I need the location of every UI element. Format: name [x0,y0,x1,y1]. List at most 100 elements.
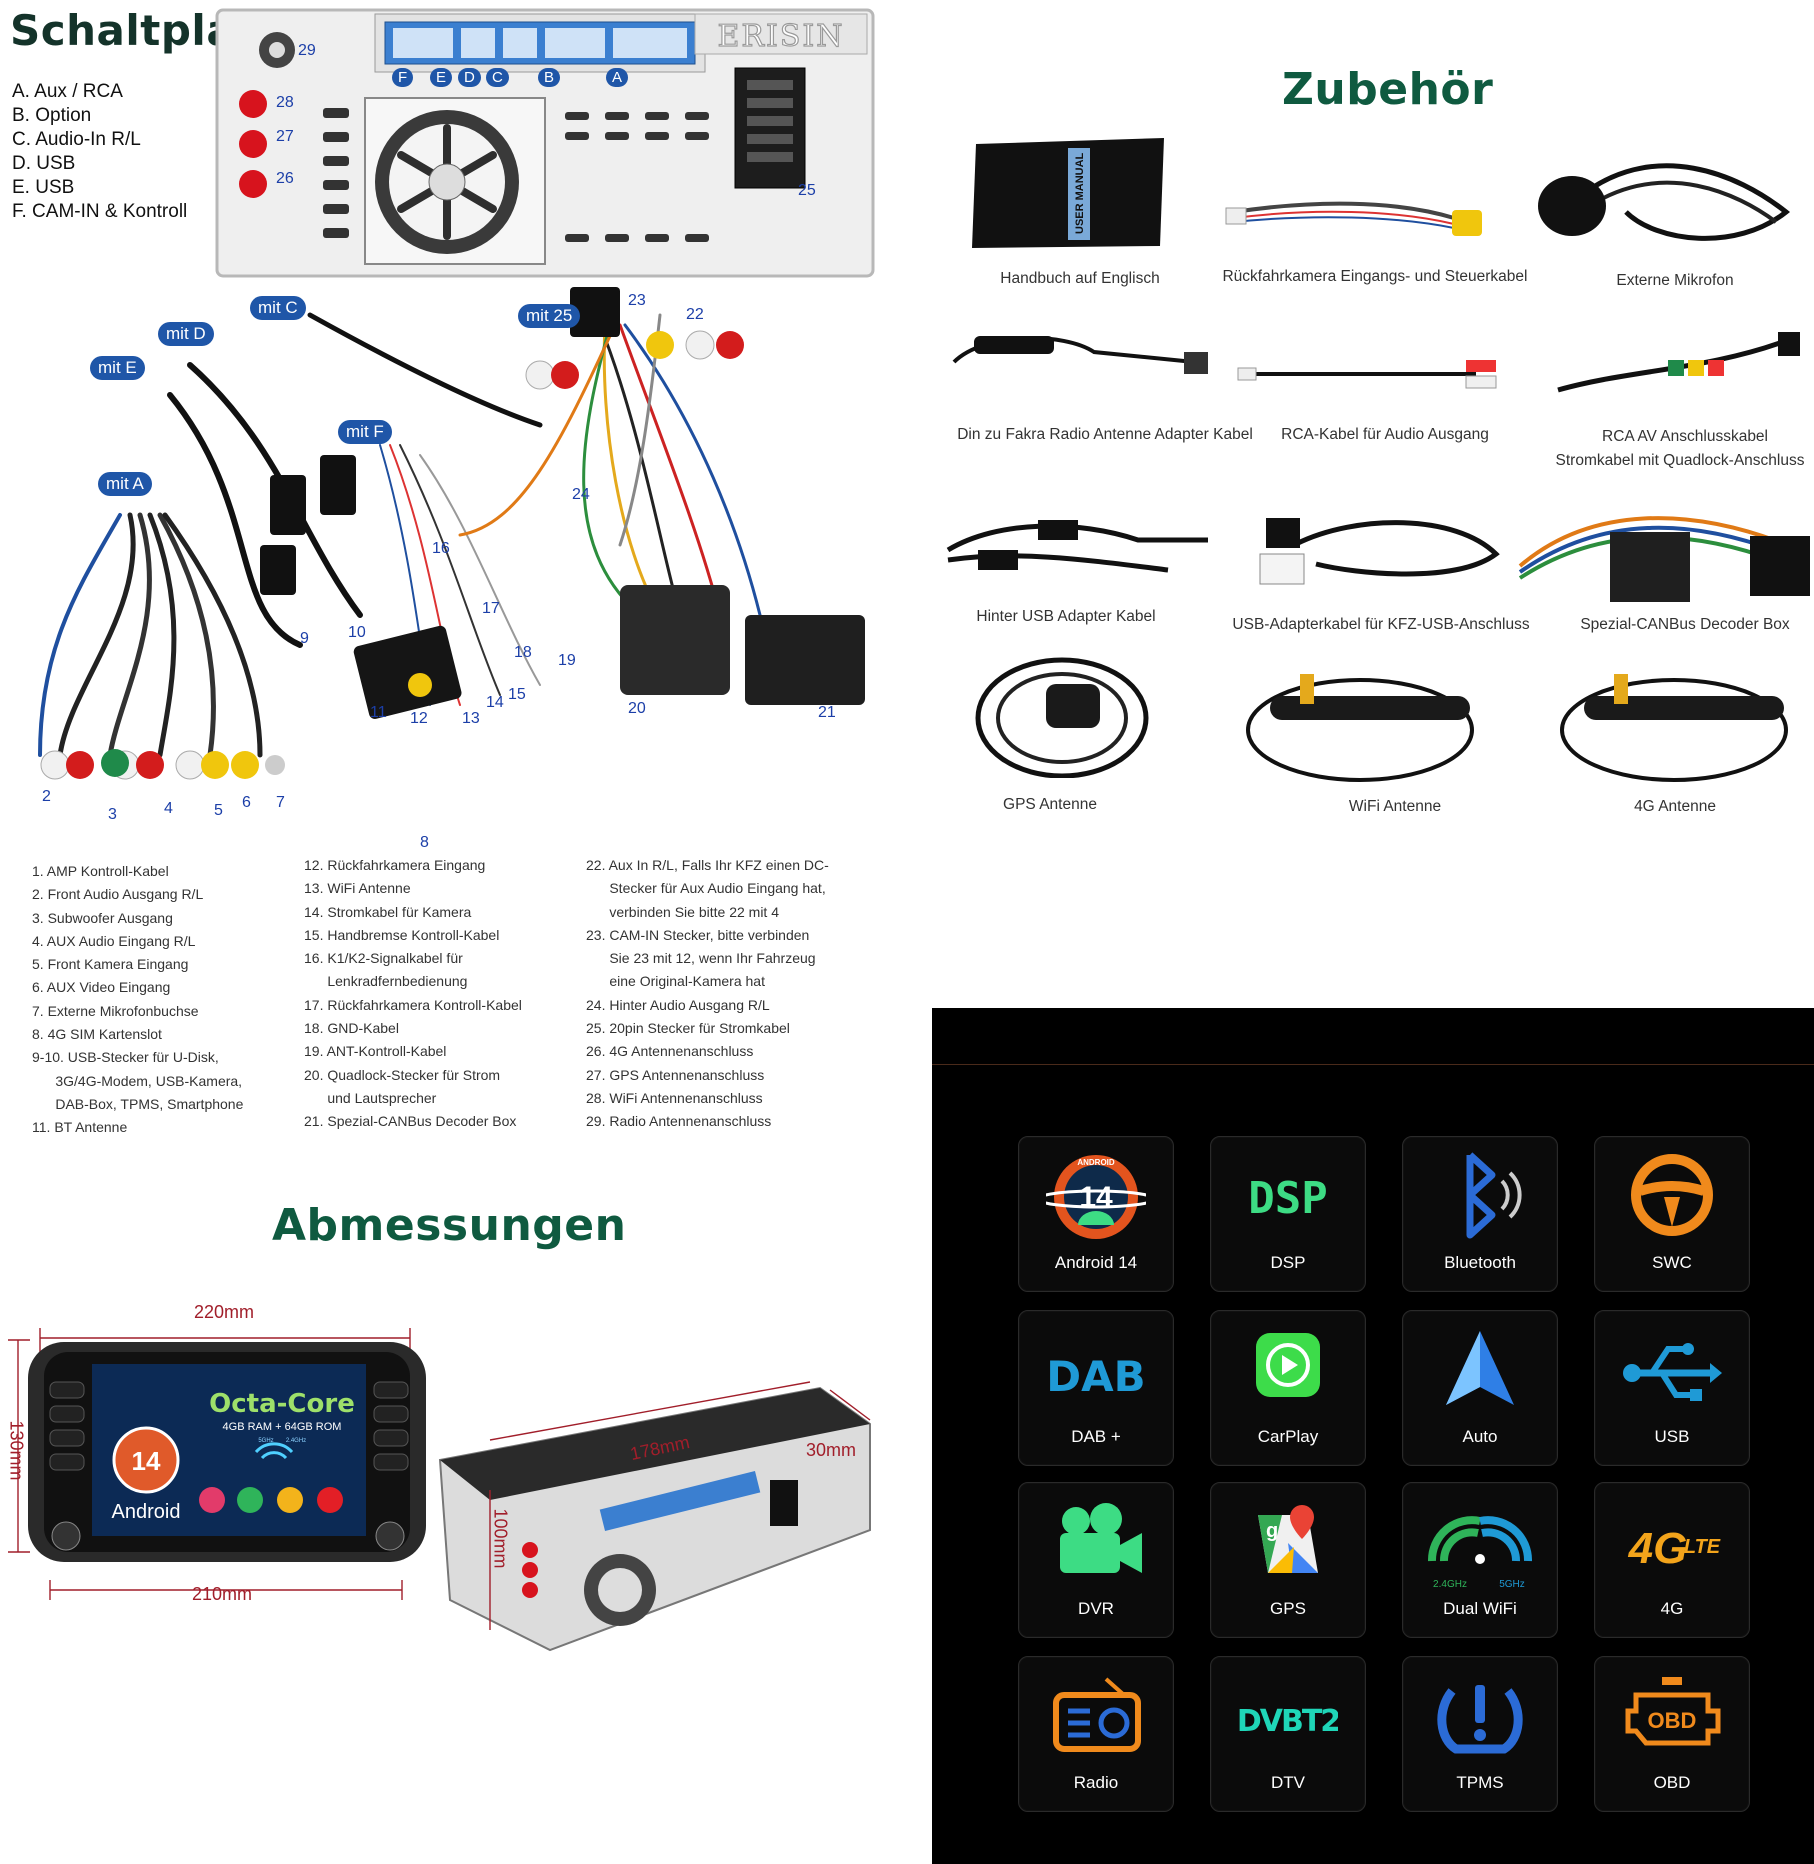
screen-android-label: Android [112,1501,181,1523]
accessory-caption: Hinter USB Adapter Kabel [976,608,1156,625]
list-item: 2. Front Audio Ausgang R/L [32,886,204,903]
lte-text: LTE [1684,1536,1721,1558]
cable-number: 2 [42,788,51,805]
list-item: Stecker für Aux Audio Eingang hat, [586,880,826,897]
dab-icon-text: DAB [1046,1352,1145,1401]
cable-number: 3 [108,806,117,823]
port-number: 26 [276,170,294,187]
mit-badge: mit D [158,322,214,346]
feature-tile-bluetooth: Bluetooth [1402,1136,1558,1292]
feature-label: USB [1654,1427,1690,1446]
dab-icon: DAB [1046,1352,1145,1401]
gps-map-icon: g [1258,1505,1318,1573]
android-auto-icon [1446,1331,1514,1405]
feature-label: Bluetooth [1444,1253,1516,1272]
android-14-icon: ANDROID 14 [1046,1155,1146,1239]
cable-number: 20 [628,700,646,717]
schaltplan-legend: A. Aux / RCA B. Option C. Audio-In R/L D… [12,80,187,224]
rear-usb-adapter-cable-image [946,520,1208,573]
accessory-caption: 4G Antenne [1634,798,1716,815]
abmessungen-title: Abmessungen [272,1200,627,1251]
brand-logo-text: ERISIN [718,19,845,54]
cable-number: 12 [410,710,428,727]
feature-tile-dual-wifi: 2.4GHz 5GHz Dual WiFi [1402,1482,1558,1638]
list-item: 4. AUX Audio Eingang R/L [32,932,196,949]
feature-tile-dvr: DVR [1018,1482,1174,1638]
wifi-24-text: 2.4GHz [1433,1579,1467,1590]
feature-label: DSP [1270,1253,1306,1272]
cable-list-col-3: 22. Aux In R/L, Falls Ihr KFZ einen DC- … [586,854,829,1134]
legend-line: F. CAM-IN & Kontroll [12,201,188,222]
accessory-caption: Handbuch auf Englisch [1000,270,1160,287]
feature-tile-dtv: DVBT2 DTV [1210,1656,1366,1812]
accessory-caption: Din zu Fakra Radio Antenne Adapter Kabel [957,426,1253,443]
feature-label: DVR [1078,1599,1114,1618]
feature-tile-gps: g GPS [1210,1482,1366,1638]
feature-tile-carplay: CarPlay [1210,1310,1366,1466]
cable-number: 19 [558,652,576,669]
list-item: 27. GPS Antennenanschluss [586,1066,765,1083]
mit-badge: mit F [338,420,392,444]
feature-label: 4G [1660,1599,1684,1618]
dimension-label: 130mm [6,1420,27,1481]
feature-tile-swc: SWC [1594,1136,1750,1292]
dvbt2-text: DVBT2 [1238,1704,1338,1739]
feature-label: DAB + [1071,1427,1121,1446]
port-letter-badge: C [486,68,509,87]
list-item: 15. Handbremse Kontroll-Kabel [304,926,500,943]
wifi-5-text: 5GHz [1499,1579,1525,1590]
port-number: 28 [276,94,294,111]
list-item: DAB-Box, TPMS, Smartphone [32,1095,244,1112]
accessory-caption: GPS Antenne [1003,796,1097,813]
tpms-icon [1437,1685,1523,1754]
gps-antenna-image [975,657,1149,778]
cable-number: 4 [164,800,173,817]
list-item: 20. Quadlock-Stecker für Strom [304,1066,501,1083]
cable-number: 22 [686,306,704,323]
screen-android-version: 14 [132,1446,161,1476]
feature-tile-tpms: TPMS [1402,1656,1558,1812]
rca-audio-cable-image [1237,360,1497,389]
list-item: 8. 4G SIM Kartenslot [32,1026,162,1043]
4g-lte-icon: 4G LTE [1628,1524,1721,1573]
feature-tile-auto: Auto [1402,1310,1558,1466]
port-letter-badge: E [430,68,453,87]
list-item: 22. Aux In R/L, Falls Ihr KFZ einen DC- [586,857,829,873]
port-letter-badge: A [606,68,629,87]
feature-tile-android: ANDROID 14 Android 14 [1018,1136,1174,1292]
cable-list-col-1: 1. AMP Kontroll-Kabel 2. Front Audio Aus… [32,860,243,1140]
list-item: 19. ANT-Kontroll-Kabel [304,1043,447,1060]
legend-line: C. Audio-In R/L [12,129,141,150]
list-item: 7. Externe Mikrofonbuchse [32,1002,199,1019]
dimension-label: 210mm [192,1584,253,1604]
cable-number: 16 [432,540,450,557]
cable-number: 7 [276,794,285,811]
legend-line: D. USB [12,153,76,174]
dimension-front-diagram: Octa-Core 4GB RAM + 64GB ROM 5GHz 2.4GHz… [8,1328,426,1600]
obd-icon-text: OBD [1648,1708,1697,1733]
cable-number: 10 [348,624,366,641]
legend-line: A. Aux / RCA [12,81,123,102]
cable-number: 21 [818,704,836,721]
android-badge-text: ANDROID [1077,1158,1115,1167]
external-microphone-image [1538,163,1791,241]
dimension-side-diagram [438,1381,871,1652]
list-item: 18. GND-Kabel [304,1020,399,1037]
4g-antenna-image [1560,674,1788,782]
cable-number: 9 [300,630,309,647]
feature-label: Android 14 [1054,1253,1138,1272]
list-item: 23. CAM-IN Stecker, bitte verbinden [586,926,810,943]
accessory-caption: Stromkabel mit Quadlock-Anschluss [1555,452,1805,469]
port-number: 27 [276,128,294,145]
feature-tile-4g: 4G LTE 4G [1594,1482,1750,1638]
port-number: 29 [298,42,316,59]
feature-label: CarPlay [1257,1427,1319,1446]
cable-number: 24 [572,486,590,503]
screen-headline: Octa-Core [209,1389,355,1419]
feature-tile-usb: USB [1594,1310,1750,1466]
list-item: 1. AMP Kontroll-Kabel [32,863,169,879]
port-letter-badge: B [538,68,561,87]
screen-wifi-band-5: 5GHz [258,1438,273,1444]
dvbt2-icon: DVBT2 [1238,1704,1338,1739]
accessory-caption: WiFi Antenne [1348,798,1442,815]
